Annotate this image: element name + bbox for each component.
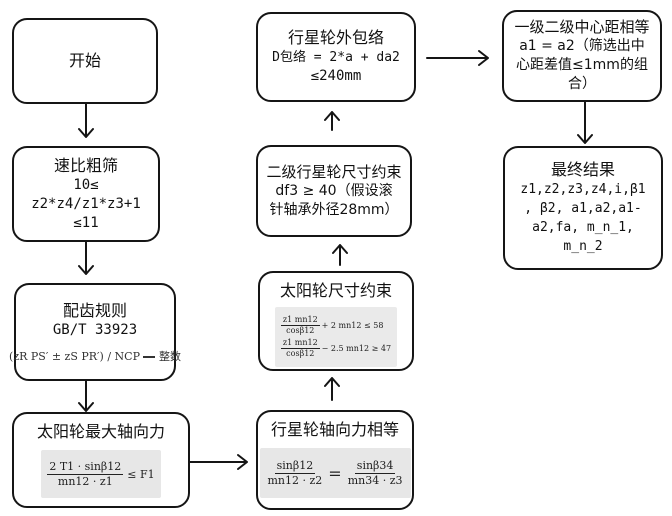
center-distance-title: 一级二级中心距相等 [514, 18, 650, 36]
gear-rule-expression-right: 整数 [158, 349, 181, 363]
sun-size-formula: z1 mn12 cosβ12 + 2 mn12 ≤ 58 z1 mn12 cos… [274, 307, 398, 367]
planet-axial-force-left-denominator: mn12 · z2 [267, 473, 323, 487]
arrow-start-to-ratio [78, 103, 94, 138]
planet-envelope-title: 行星轮外包络 [287, 28, 384, 47]
sun-size-numerator-2: z1 mn12 [280, 338, 320, 349]
planet-envelope-line-1: D包络 = 2*a + da2 [272, 50, 400, 65]
sun-axial-force-rhs: ≤ F1 [127, 467, 155, 481]
final-result-line-2: , β2, a1,a2,a1- [524, 201, 642, 216]
center-distance-node: 一级二级中心距相等 a1 = a2（筛选出中 心距差值≤1mm的组 合） [502, 10, 662, 102]
final-result-title: 最终结果 [550, 160, 615, 179]
sun-axial-force-numerator: 2 T1 · sinβ12 [47, 459, 124, 475]
arrow-ratio-to-gear-rule [78, 241, 94, 275]
planet-axial-force-title: 行星轮轴向力相等 [270, 420, 399, 439]
sun-axial-force-fraction: 2 T1 · sinβ12 mn12 · z1 [47, 459, 124, 489]
planet-envelope-line-2: ≤240mm [310, 68, 362, 84]
planet-axial-force-right-fraction: sinβ34 mn34 · z3 [346, 459, 405, 488]
sun-size-rhs-1: + 2 mn12 ≤ 58 [321, 321, 384, 330]
sun-size-node: 太阳轮尺寸约束 z1 mn12 cosβ12 + 2 mn12 ≤ 58 z1 … [258, 271, 414, 371]
planet-axial-force-node: 行星轮轴向力相等 sinβ12 mn12 · z2 = sinβ34 mn34 … [256, 410, 414, 510]
gear-rule-expression-left: (zR PS′ ± zS PR′) / NCP [9, 349, 140, 363]
arrow-gear-rule-to-sun-force [78, 380, 94, 412]
sun-size-formula-row-2: z1 mn12 cosβ12 − 2.5 mn12 ≥ 47 [280, 338, 392, 359]
planet-axial-force-left-fraction: sinβ12 mn12 · z2 [266, 459, 325, 488]
planet-axial-force-equals: = [328, 463, 342, 483]
arrow-stage2-to-envelope [324, 111, 340, 131]
arrow-sun-force-to-planet-force [189, 454, 248, 470]
final-result-line-4: m_n_2 [563, 239, 603, 254]
sun-size-fraction-2: z1 mn12 cosβ12 [280, 338, 320, 359]
planet-axial-force-right-numerator: sinβ34 [354, 458, 396, 474]
sun-size-denominator-2: cosβ12 [286, 349, 315, 358]
ratio-screen-title: 速比粗筛 [53, 155, 118, 175]
sun-axial-force-title: 太阳轮最大轴向力 [36, 422, 165, 441]
start-label: 开始 [68, 51, 101, 70]
planet-axial-force-right-denominator: mn34 · z3 [347, 473, 403, 487]
sun-size-title: 太阳轮尺寸约束 [279, 281, 392, 300]
center-distance-line-1: a1 = a2（筛选出中 [519, 38, 645, 54]
final-result-line-1: z1,z2,z3,z4,i,β1 [520, 182, 646, 197]
sun-axial-force-formula: 2 T1 · sinβ12 mn12 · z1 ≤ F1 [41, 450, 161, 498]
start-node: 开始 [12, 18, 158, 104]
arrow-envelope-to-center [426, 50, 489, 66]
gear-rule-equals-bar [143, 355, 156, 358]
stage2-planet-size-node: 二级行星轮尺寸约束 df3 ≥ 40（假设滚 针轴承外径28mm） [256, 145, 412, 237]
sun-size-rhs-2: − 2.5 mn12 ≥ 47 [321, 344, 392, 353]
stage2-planet-size-line-1: df3 ≥ 40（假设滚 [275, 183, 393, 199]
sun-axial-force-denominator: mn12 · z1 [57, 474, 113, 488]
final-result-line-3: a2,fa, m_n_1, [532, 220, 634, 235]
gear-rule-title: 配齿规则 [62, 300, 127, 320]
center-distance-line-3: 合） [568, 76, 596, 92]
arrow-center-to-result [577, 101, 593, 144]
sun-size-fraction-1: z1 mn12 cosβ12 [280, 315, 320, 336]
planet-axial-force-left-numerator: sinβ12 [274, 458, 316, 474]
arrow-sun-size-to-stage2 [332, 244, 348, 266]
sun-size-formula-row-1: z1 mn12 cosβ12 + 2 mn12 ≤ 58 [280, 315, 384, 336]
planet-envelope-node: 行星轮外包络 D包络 = 2*a + da2 ≤240mm [256, 12, 416, 102]
gear-rule-node: 配齿规则 GB/T 33923 (zR PS′ ± zS PR′) / NCP … [9, 283, 181, 381]
gear-rule-standard: GB/T 33923 [52, 321, 138, 338]
sun-axial-force-node: 太阳轮最大轴向力 2 T1 · sinβ12 mn12 · z1 ≤ F1 [12, 412, 190, 508]
final-result-node: 最终结果 z1,z2,z3,z4,i,β1 , β2, a1,a2,a1- a2… [503, 146, 663, 270]
ratio-screen-line-3: ≤11 [73, 214, 99, 231]
planet-axial-force-formula: sinβ12 mn12 · z2 = sinβ34 mn34 · z3 [259, 448, 411, 498]
center-distance-line-2: 心距差值≤1mm的组 [516, 57, 648, 73]
sun-size-numerator-1: z1 mn12 [280, 315, 320, 326]
gear-rule-expression: (zR PS′ ± zS PR′) / NCP 整数 [9, 348, 181, 364]
ratio-screen-line-1: 10≤ [73, 176, 99, 193]
stage2-planet-size-title: 二级行星轮尺寸约束 [266, 163, 402, 181]
ratio-screen-line-2: z2*z4/z1*z3+1 [31, 195, 141, 212]
arrow-planet-force-to-sun-size [324, 377, 340, 401]
ratio-screen-node: 速比粗筛 10≤ z2*z4/z1*z3+1 ≤11 [12, 146, 160, 242]
stage2-planet-size-line-2: 针轴承外径28mm） [269, 202, 399, 218]
sun-size-denominator-1: cosβ12 [286, 326, 315, 335]
